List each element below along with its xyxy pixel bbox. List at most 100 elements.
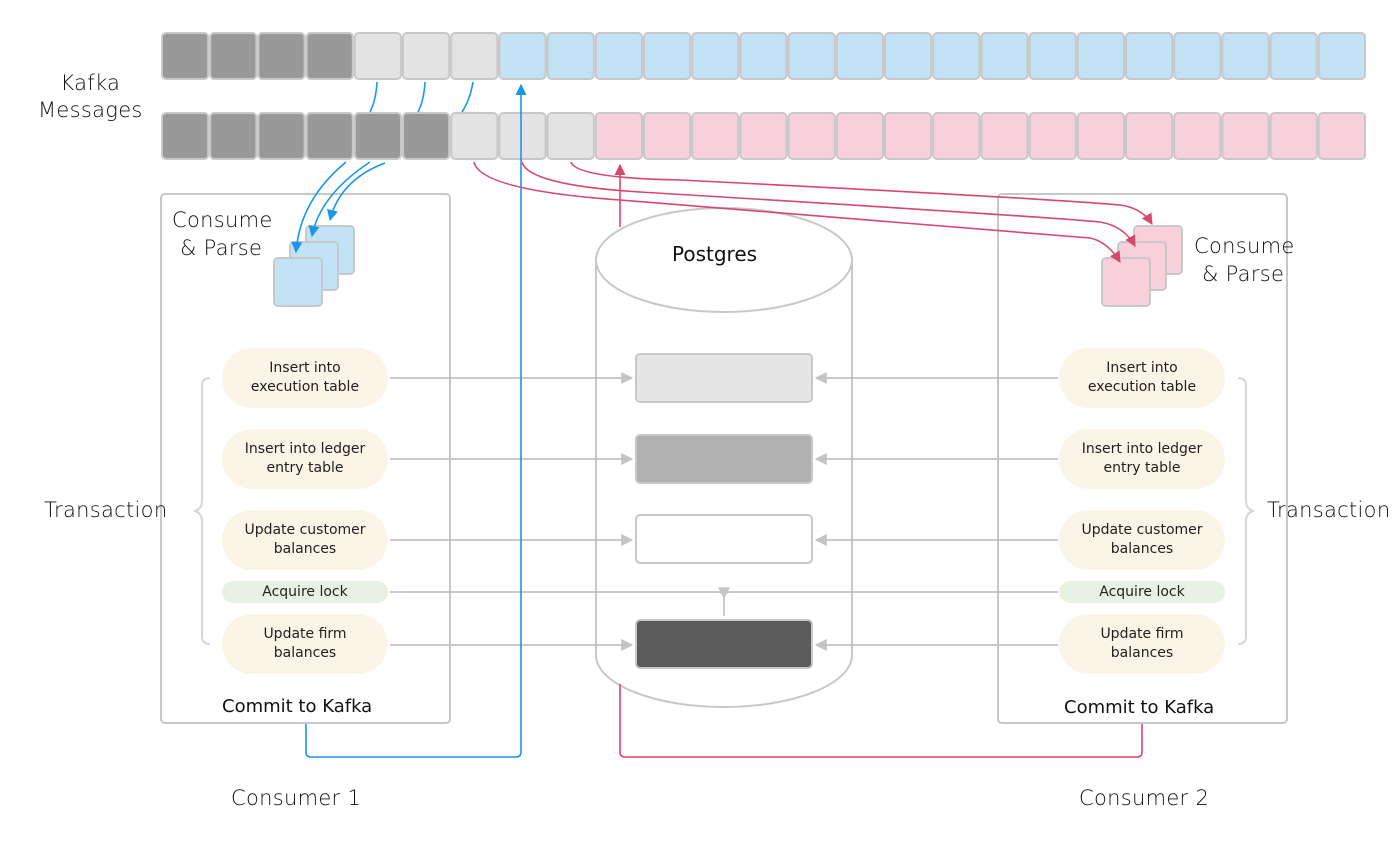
partition-1-message-pending [739, 32, 788, 80]
c1-step-insert-execution: Insert into execution table [222, 348, 388, 408]
partition-2-message-pending [691, 112, 740, 160]
partition-2-message-pending [787, 112, 836, 160]
c1-commit-arrow [305, 83, 527, 758]
partition-2-message-pending [1028, 112, 1077, 160]
partition-1-message-committed [209, 32, 258, 80]
partition-1-message-pending [498, 32, 547, 80]
consumer-1-label: Consumer 1 [231, 786, 362, 810]
partition-1-message-pending [1173, 32, 1222, 80]
execution-table [635, 353, 813, 403]
c2-step-update-customer: Update customer balances [1059, 510, 1225, 570]
c2-commit-arrow [620, 165, 1143, 758]
partition-1-message-committed [305, 32, 354, 80]
partition-2-message-pending [835, 112, 884, 160]
c2-consume-parse-label: Consume & Parse [1194, 232, 1295, 288]
partition-2-message-pending [1173, 112, 1222, 160]
c1-transaction-label: Transaction [44, 498, 168, 522]
partition-2-message-in-flight [546, 112, 595, 160]
partition-1-message-pending [1317, 32, 1367, 80]
c1-fetch-arrow-1 [296, 81, 378, 252]
c1-consume-text: Consume [172, 208, 273, 232]
partition-1-message-pending [1125, 32, 1174, 80]
c2-consume-text: Consume [1194, 234, 1295, 258]
c1-fetch-arrow-2 [312, 81, 426, 236]
partition-2-message-pending [594, 112, 643, 160]
partition-1-message-pending [835, 32, 884, 80]
partition-2-message-pending [1076, 112, 1126, 160]
c1-parse-text: & Parse [180, 236, 263, 260]
kafka-label-line-1: Kafka [60, 71, 121, 95]
c2-transaction-brace [1237, 377, 1255, 645]
c1-transaction-brace [193, 377, 211, 645]
partition-2-message-pending [643, 112, 692, 160]
c1-step-text: Acquire lock [262, 583, 348, 600]
c2-fetch-arrow-2 [521, 161, 1136, 247]
partition-1-message-in-flight [450, 32, 499, 80]
c1-fetch-arrow-3 [330, 81, 474, 220]
c2-step-text: Update customer balances [1081, 522, 1203, 557]
kafka-messages-label: Kafka Messages [38, 70, 143, 124]
customer-balances-table [635, 514, 813, 564]
c1-step-text: Update customer balances [244, 522, 366, 557]
partition-2-message-pending [980, 112, 1029, 160]
c2-fetch-arrow-1 [473, 161, 1121, 263]
partition-1-message-pending [1269, 32, 1318, 80]
partition-2-message-committed [209, 112, 258, 160]
c2-step-acquire-lock: Acquire lock [1059, 581, 1225, 603]
partition-2-message-pending [1317, 112, 1367, 160]
consumer-2-label: Consumer 2 [1079, 786, 1210, 810]
partition-1-message-pending [1028, 32, 1077, 80]
postgres-label: Postgres [672, 242, 758, 266]
partition-1-message-committed [161, 32, 210, 80]
partition-2-message-committed [353, 112, 402, 160]
c1-step-text: Insert into execution table [250, 360, 360, 395]
partition-1-message-pending [1221, 32, 1270, 80]
firm-balances-table [635, 619, 813, 669]
c2-step-text: Update firm balances [1100, 626, 1184, 661]
partition-1-message-in-flight [353, 32, 402, 80]
partition-2-message-pending [884, 112, 933, 160]
partition-2-message-in-flight [498, 112, 547, 160]
c2-parse-text: & Parse [1202, 262, 1285, 286]
c1-step-update-customer: Update customer balances [222, 510, 388, 570]
partition-2-message-pending [1125, 112, 1174, 160]
c2-commit-label: Commit to Kafka [1064, 697, 1215, 718]
partition-1-message-pending [594, 32, 643, 80]
c1-step-update-firm: Update firm balances [222, 614, 388, 674]
c1-step-text: Update firm balances [263, 626, 347, 661]
partition-2-message-committed [305, 112, 354, 160]
partition-2-message-committed [161, 112, 210, 160]
partition-2-message-committed [257, 112, 306, 160]
c2-step-text: Insert into ledger entry table [1081, 441, 1203, 476]
c2-step-update-firm: Update firm balances [1059, 614, 1225, 674]
c1-step-text: Insert into ledger entry table [244, 441, 366, 476]
c2-step-insert-ledger: Insert into ledger entry table [1059, 429, 1225, 489]
c1-commit-label: Commit to Kafka [222, 696, 373, 717]
c1-step-insert-ledger: Insert into ledger entry table [222, 429, 388, 489]
partition-2-message-pending [1221, 112, 1270, 160]
kafka-label-line-2: Messages [38, 98, 143, 122]
c2-step-insert-execution: Insert into execution table [1059, 348, 1225, 408]
partition-2-message-pending [1269, 112, 1318, 160]
c2-step-text: Insert into execution table [1087, 360, 1197, 395]
c2-message-stack [1101, 225, 1183, 307]
partition-1-message-committed [257, 32, 306, 80]
c1-consume-parse-label: Consume & Parse [172, 206, 273, 262]
partition-1-message-pending [643, 32, 692, 80]
partition-1-message-pending [932, 32, 981, 80]
lock-connector [390, 592, 1058, 616]
partition-1-message-pending [787, 32, 836, 80]
partition-2-message-in-flight [450, 112, 499, 160]
partition-1-message-pending [884, 32, 933, 80]
partition-1-message-pending [980, 32, 1029, 80]
ledger-entry-table [635, 434, 813, 484]
partition-2-message-pending [739, 112, 788, 160]
partition-1-message-pending [546, 32, 595, 80]
partition-1-message-pending [691, 32, 740, 80]
partition-2-message-committed [402, 112, 451, 160]
c1-step-acquire-lock: Acquire lock [222, 581, 388, 603]
kafka-message-rows [161, 32, 1367, 160]
partition-2-message-pending [932, 112, 981, 160]
c2-step-text: Acquire lock [1099, 583, 1185, 600]
partition-1-message-pending [1076, 32, 1126, 80]
